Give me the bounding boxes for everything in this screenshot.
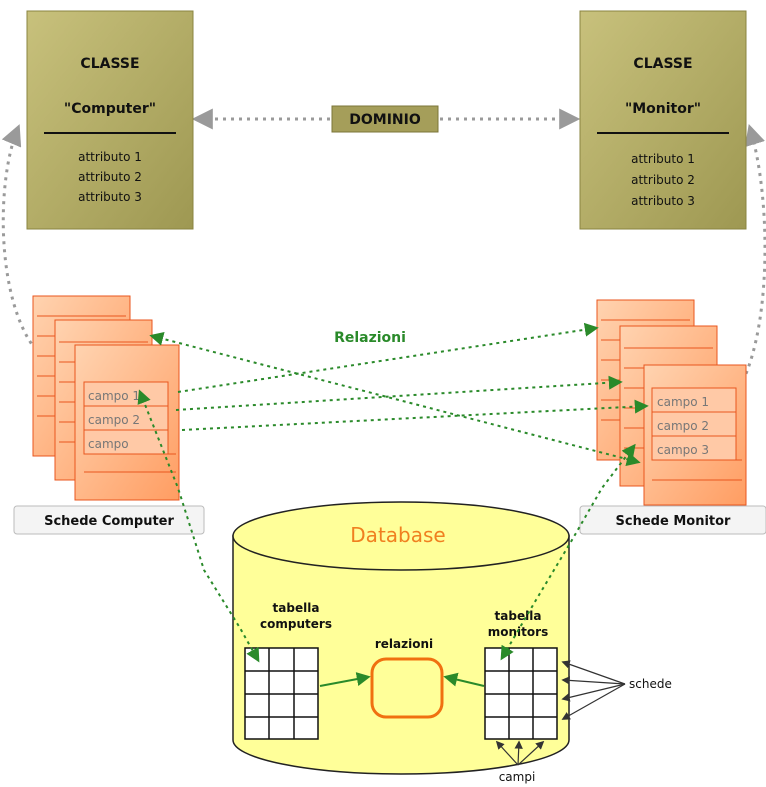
class-attribute: attributo 3: [78, 190, 142, 204]
class-name: "Computer": [64, 101, 156, 117]
domain-label-text: DOMINIO: [349, 112, 421, 128]
card-relations: [137, 322, 649, 663]
class-monitor: CLASSE "Monitor" attributo 1 attributo 2…: [579, 10, 747, 230]
computer-card-stack: campo 1 campo 2 campo: [32, 295, 180, 501]
class-attribute: attributo 1: [78, 150, 142, 164]
left-class-arc: [1, 124, 38, 351]
computer-cards-label: Schede Computer: [13, 505, 205, 535]
relations-box: [370, 657, 444, 719]
relation-line: [149, 332, 641, 466]
relation-line: [177, 322, 599, 393]
monitor-card-stack: campo 1 campo 2 campo 3: [596, 299, 747, 506]
card-field: campo 1: [88, 389, 140, 403]
db-relation-arrows: [319, 672, 485, 687]
relations-label: relazioni: [375, 637, 433, 651]
table-monitors-grid: [484, 647, 558, 740]
fields-pointer: [495, 740, 545, 766]
table-monitors-label: tabella: [495, 609, 542, 623]
class-heading: CLASSE: [80, 56, 139, 72]
card-field: campo 2: [657, 419, 709, 433]
database-title: Database: [350, 523, 445, 547]
fields-label: campi: [499, 770, 536, 784]
record-card: campo 1 campo 2 campo 3: [643, 364, 747, 506]
table-computers-grid: [244, 647, 319, 740]
relation-line: [175, 375, 623, 411]
class-computer: CLASSE "Computer" attributo 1 attributo …: [26, 10, 194, 230]
relations-title: Relazioni: [334, 330, 406, 346]
arrow-table-monitors-to-relations: [443, 672, 485, 687]
right-class-arc: [733, 123, 766, 396]
computer-cards-label-text: Schede Computer: [44, 514, 174, 529]
database-cylinder: Database tabella computers tabella monit…: [232, 501, 570, 775]
table-computers-label: computers: [260, 617, 332, 631]
card-field: campo 3: [657, 443, 709, 457]
class-heading: CLASSE: [633, 56, 692, 72]
class-attribute: attributo 3: [631, 194, 695, 208]
relation-line: [181, 399, 649, 431]
table-computers-label: tabella: [273, 601, 320, 615]
card-field: campo: [88, 437, 129, 451]
card-field: campo 1: [657, 395, 709, 409]
class-attribute: attributo 2: [631, 173, 695, 187]
card-field: campo 2: [88, 413, 140, 427]
arrow-table-computers-to-relations: [319, 672, 371, 687]
domain-label: DOMINIO: [331, 105, 439, 133]
card-to-table-monitors: [500, 443, 636, 661]
card-to-table-computers: [137, 389, 260, 663]
monitor-cards-label-text: Schede Monitor: [616, 514, 732, 529]
domain-connectors: [1, 108, 766, 396]
monitor-cards-label: Schede Monitor: [579, 505, 766, 535]
class-name: "Monitor": [625, 101, 701, 117]
class-attribute: attributo 2: [78, 170, 142, 184]
records-label: schede: [629, 677, 672, 691]
record-card: campo 1 campo 2 campo: [74, 344, 180, 501]
class-attribute: attributo 1: [631, 152, 695, 166]
records-pointer: [561, 660, 626, 720]
